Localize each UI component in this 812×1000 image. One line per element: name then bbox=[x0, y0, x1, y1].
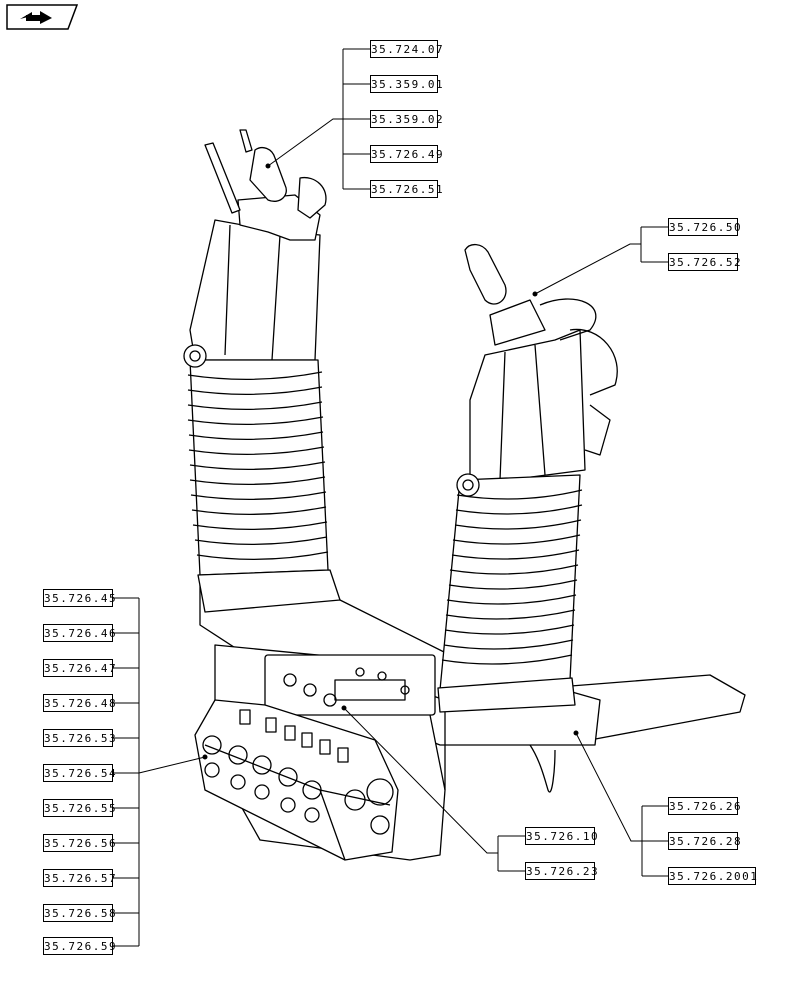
part-ref-label[interactable]: 35.726.52 bbox=[668, 253, 741, 271]
part-ref-label[interactable]: 35.724.07 bbox=[370, 40, 443, 58]
back-arrow-icon[interactable] bbox=[6, 4, 78, 30]
part-ref-label[interactable]: 35.726.56 bbox=[43, 834, 116, 852]
part-ref-label[interactable]: 35.726.59 bbox=[43, 937, 116, 955]
part-ref-label[interactable]: 35.726.28 bbox=[668, 832, 741, 850]
part-ref-label[interactable]: 35.726.23 bbox=[525, 862, 598, 880]
part-ref-label[interactable]: 35.726.58 bbox=[43, 904, 116, 922]
part-ref-label[interactable]: 35.726.2001 bbox=[668, 867, 757, 885]
part-ref-label[interactable]: 35.726.47 bbox=[43, 659, 116, 677]
part-ref-label[interactable]: 35.726.26 bbox=[668, 797, 741, 815]
part-ref-label[interactable]: 35.726.53 bbox=[43, 729, 116, 747]
part-ref-label[interactable]: 35.726.50 bbox=[668, 218, 741, 236]
part-ref-label[interactable]: 35.726.57 bbox=[43, 869, 116, 887]
part-ref-label[interactable]: 35.726.45 bbox=[43, 589, 116, 607]
part-ref-label[interactable]: 35.726.48 bbox=[43, 694, 116, 712]
part-ref-label[interactable]: 35.726.51 bbox=[370, 180, 443, 198]
part-ref-label[interactable]: 35.726.46 bbox=[43, 624, 116, 642]
part-ref-label[interactable]: 35.359.01 bbox=[370, 75, 443, 93]
part-ref-label[interactable]: 35.359.02 bbox=[370, 110, 443, 128]
part-ref-label[interactable]: 35.726.49 bbox=[370, 145, 443, 163]
part-ref-label[interactable]: 35.726.10 bbox=[525, 827, 598, 845]
part-ref-label[interactable]: 35.726.54 bbox=[43, 764, 116, 782]
part-ref-label[interactable]: 35.726.55 bbox=[43, 799, 116, 817]
